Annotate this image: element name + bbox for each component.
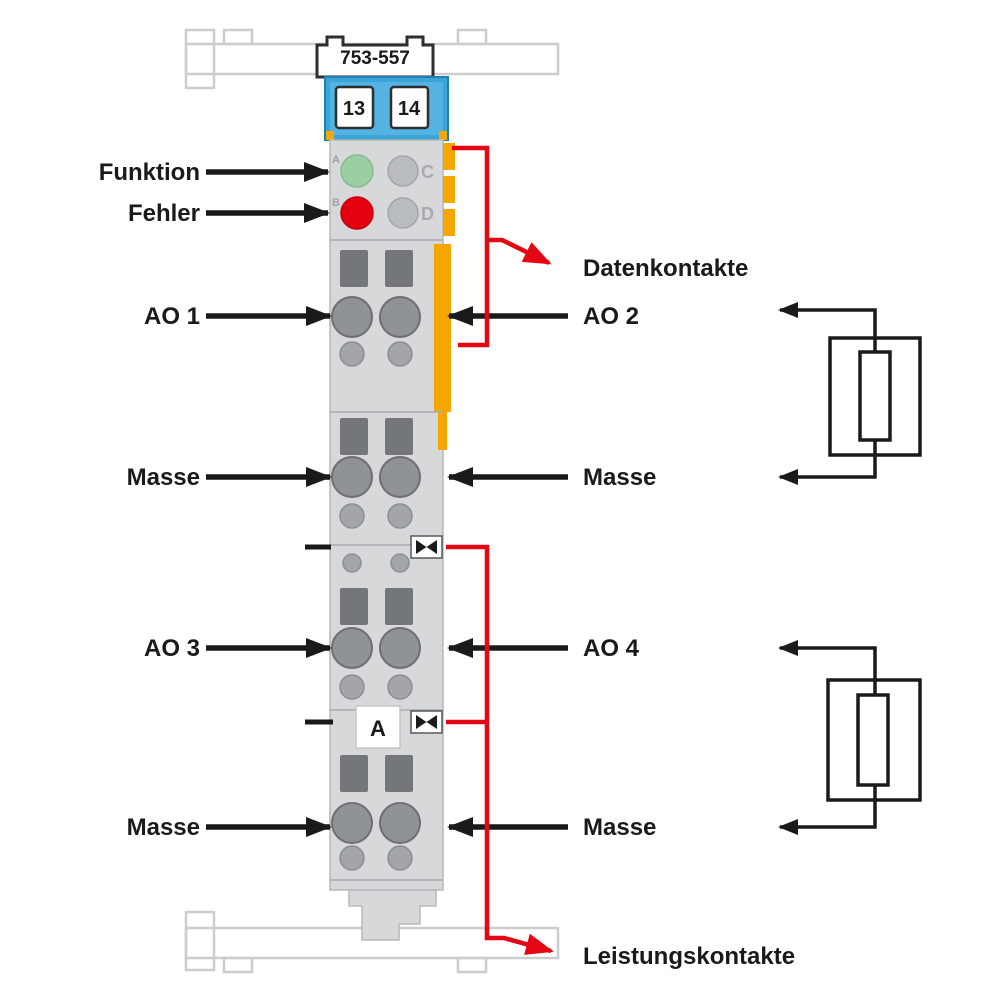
led-d <box>387 197 419 229</box>
led-label-a: A <box>332 154 340 166</box>
led-label-d: D <box>421 204 434 224</box>
part-number-label: 753-557 <box>340 48 410 69</box>
terminal-13-label: 13 <box>343 98 365 120</box>
clamp-port-masse-1l <box>331 456 373 498</box>
push-button <box>340 755 368 792</box>
test-ports <box>339 341 413 871</box>
label-fehler: Fehler <box>128 200 200 227</box>
clamp-port-ao2 <box>379 296 421 338</box>
data-contacts-arrow <box>487 237 552 266</box>
terminal-14-label: 14 <box>398 98 421 120</box>
label-ao3: AO 3 <box>144 635 200 662</box>
terminal-13-box <box>334 85 375 130</box>
label-masse-right-2: Masse <box>583 814 656 841</box>
marker-card-box <box>355 705 401 749</box>
clamp-port-ao4 <box>379 627 421 669</box>
label-funktion: Funktion <box>99 159 200 186</box>
power-contact-bowtie-icon <box>416 540 437 554</box>
orange-corner-right <box>439 131 447 140</box>
clamp-port-ao1 <box>331 296 373 338</box>
load-2-resistor-icon <box>856 693 890 787</box>
push-button <box>385 588 413 625</box>
clamp-ports <box>331 296 421 844</box>
load-1-resistor-icon <box>858 350 892 442</box>
clamp-port-ao3 <box>331 627 373 669</box>
test-port <box>387 674 413 700</box>
push-buttons <box>340 250 413 792</box>
test-port <box>339 845 365 871</box>
test-port <box>339 341 365 367</box>
din-rail-bottom-notch-1 <box>222 956 254 974</box>
din-rail-bottom-notch-2 <box>456 956 488 974</box>
clamp-port-masse-2l <box>331 802 373 844</box>
label-datenkontakte: Datenkontakte <box>583 255 748 282</box>
labels: Funktion Fehler AO 1 Masse AO 3 Masse Da… <box>99 159 795 970</box>
push-button <box>340 250 368 287</box>
label-masse-right-1: Masse <box>583 464 656 491</box>
left-arrows <box>206 162 332 837</box>
io-module: 753-557 13 14 <box>305 35 455 941</box>
data-contacts-bracket <box>452 145 490 348</box>
test-port-small <box>342 553 362 573</box>
marker-card-label: A <box>370 716 386 741</box>
test-port <box>339 503 365 529</box>
load-1-bottom-lead <box>778 440 877 485</box>
din-rail-top-notch-1 <box>222 28 254 46</box>
label-ao2: AO 2 <box>583 303 639 330</box>
label-masse-left-2: Masse <box>127 814 200 841</box>
module-foot <box>348 889 437 941</box>
test-port <box>387 341 413 367</box>
test-port <box>387 845 413 871</box>
red-callouts <box>446 145 554 955</box>
data-contact-block <box>434 244 451 412</box>
orange-corner-left <box>326 131 334 140</box>
label-ao4: AO 4 <box>583 635 640 662</box>
terminal-segments <box>331 250 421 871</box>
din-rail-top-left-tab <box>184 28 216 90</box>
load-1-top-lead <box>778 302 877 352</box>
led-block: A B C D <box>332 154 434 230</box>
label-ao1: AO 1 <box>144 303 200 330</box>
power-jumper-contacts <box>305 535 443 734</box>
clamp-port-masse-2r <box>379 802 421 844</box>
push-button <box>340 588 368 625</box>
data-contact-tabs <box>434 143 455 450</box>
right-arrows <box>447 306 568 837</box>
load-2-bottom-lead <box>778 785 877 835</box>
label-leistungskontakte: Leistungskontakte <box>583 943 795 970</box>
load-circuit-2 <box>778 640 922 835</box>
load-circuit-1 <box>778 302 922 485</box>
label-masse-left-1: Masse <box>127 464 200 491</box>
led-label-c: C <box>421 162 434 182</box>
led-label-b: B <box>332 197 340 209</box>
clamp-port-masse-1r <box>379 456 421 498</box>
push-button <box>385 250 413 287</box>
test-port <box>339 674 365 700</box>
data-contact-tab-2 <box>443 176 455 203</box>
error-led-red <box>340 196 374 230</box>
power-contact-bowtie-icon <box>416 715 437 729</box>
data-contact-tab-3 <box>443 209 455 236</box>
led-c <box>387 155 419 187</box>
din-rail-bottom-left-tab <box>184 910 216 972</box>
test-port-small <box>390 553 410 573</box>
function-led-green <box>340 154 374 188</box>
module-top-cap <box>315 35 435 79</box>
terminal-14-box <box>389 85 430 130</box>
power-contacts-line <box>446 544 554 955</box>
test-port <box>387 503 413 529</box>
push-button <box>385 418 413 455</box>
data-contact-sliver <box>438 412 447 450</box>
push-button <box>385 755 413 792</box>
push-button <box>340 418 368 455</box>
din-rail-top-notch-2 <box>456 28 488 46</box>
